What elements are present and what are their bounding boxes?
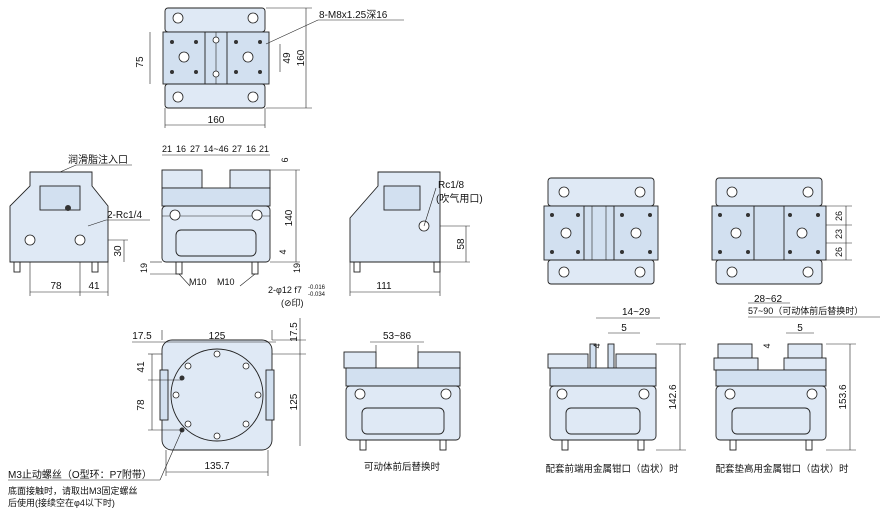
dim-14-29: 14~29 [622, 307, 651, 318]
dim-160-width: 160 [208, 115, 225, 126]
right-view-block [383, 185, 421, 211]
front-left-jaw [161, 169, 203, 189]
dim-153-6: 153.6 [838, 384, 849, 409]
front-lower-body [161, 205, 271, 263]
jaw-dim-16-right: 16 [246, 144, 256, 154]
pin-tolerance-lower: -0.034 [308, 292, 326, 298]
right-view-body [349, 171, 441, 263]
right-view: Rc1/8 (吹气用口) 58 111 [349, 171, 483, 296]
blow-port-note: (吹气用口) [436, 192, 483, 205]
dim-6: 6 [280, 157, 290, 162]
dim-135-7: 135.7 [204, 461, 229, 472]
port-hole [24, 234, 36, 246]
dim-26-top: 26 [834, 211, 844, 221]
thread-note: 8-M8x1.25深16 [319, 9, 388, 21]
front-window [175, 229, 257, 257]
dim-23: 23 [834, 229, 844, 239]
dim-41: 41 [136, 361, 147, 373]
dim-28-62: 28~62 [754, 294, 783, 305]
mount-hole [247, 91, 259, 103]
dim-5: 5 [621, 323, 627, 334]
pin-note: 2-φ12 f7 [268, 285, 302, 295]
dim-75: 75 [135, 56, 146, 68]
front-view: 21 16 27 14~46 27 16 21 6 140 4 19 19 M1… [139, 144, 326, 308]
dim-41: 41 [88, 281, 100, 292]
dim-78: 78 [136, 399, 147, 411]
mount-hole [172, 91, 184, 103]
mount-hole [212, 70, 220, 78]
front-upper-body [161, 187, 271, 207]
stroke-view: 53~86 可动体前后替换时 [343, 331, 461, 473]
dim-78: 78 [50, 281, 62, 292]
stroke-right-jaw [417, 351, 461, 369]
mount-hole [178, 51, 190, 63]
label-m10-left: M10 [189, 277, 207, 287]
port-hole [74, 234, 86, 246]
left-view-block [39, 185, 81, 211]
bottom-note-line2: 后使用(接续空在φ4以下时) [8, 497, 115, 508]
jaw-dim-14-46: 14~46 [203, 144, 228, 154]
dim-125-horizontal: 125 [209, 331, 226, 342]
dim-4: 4 [592, 343, 602, 348]
mount-hole [212, 36, 220, 44]
side-top-view-right: 26 23 26 [711, 177, 852, 285]
left-view: 润滑脂注入口 2-Rc1/4 30 78 41 [9, 153, 150, 296]
top-view: 8-M8x1.25深16 75 49 160 160 [135, 7, 404, 128]
dim-17-5-horizontal: 17.5 [132, 331, 152, 342]
jaw-dim-27-left: 27 [190, 144, 200, 154]
stroke-view-caption: 可动体前后替换时 [364, 461, 441, 473]
mount-hole [172, 12, 184, 24]
dim-160-height: 160 [296, 49, 307, 66]
jaw-dim-27-right: 27 [232, 144, 242, 154]
mount-hole [247, 12, 259, 24]
raised-jaw-view: 28~62 57~90（可动体前后替换时） 5 4 153.6 配套垫高用金属钳… [713, 294, 880, 475]
bottom-view: 17.5 125 17.5 125 41 78 135.7 M3止动螺丝（O型环… [8, 318, 306, 508]
dim-125-vertical: 125 [289, 393, 300, 410]
dim-30: 30 [113, 245, 124, 257]
bottom-view-circle [170, 348, 264, 442]
front-right-jaw [229, 169, 271, 189]
front-jaw-caption: 配套前端用金属钳口（齿状）时 [545, 463, 679, 475]
dim-49: 49 [282, 52, 293, 64]
front-jaw-view: 14~29 5 4 142.6 配套前端用金属钳口（齿状）时 [545, 307, 686, 475]
mount-hole [242, 51, 254, 63]
dim-5-raised: 5 [797, 323, 803, 334]
dim-19-left: 19 [139, 263, 149, 273]
pin-mark-note: (⊘印) [281, 297, 304, 308]
port-note: 2-Rc1/4 [107, 210, 142, 221]
blow-port-label: Rc1/8 [438, 180, 465, 191]
grease-inlet-label: 润滑脂注入口 [68, 153, 128, 166]
left-view-body [9, 171, 109, 263]
bottom-note-line1: 底面接触时，请取出M3固定螺丝 [8, 485, 138, 496]
dim-53-86: 53~86 [383, 331, 412, 342]
dim-111: 111 [376, 281, 392, 292]
stroke-left-jaw [343, 351, 377, 369]
side-top-view-left [543, 177, 659, 285]
dim-19-right: 19 [292, 263, 302, 273]
dim-17-5-vertical: 17.5 [289, 322, 300, 342]
jaw-dim-16-left: 16 [176, 144, 186, 154]
m3-note: M3止动螺丝（O型环：P7附带） [8, 468, 152, 481]
dim-26-bottom: 26 [834, 247, 844, 257]
dim-57-90: 57~90（可动体前后替换时） [748, 305, 863, 316]
raised-jaw-caption: 配套垫高用金属钳口（齿状）时 [715, 463, 849, 475]
pin-tolerance-upper: -0.016 [308, 285, 326, 291]
jaw-dim-21-left: 21 [162, 144, 172, 154]
label-m10-right: M10 [217, 277, 235, 287]
dim-4: 4 [278, 249, 288, 254]
dim-58: 58 [456, 238, 467, 250]
dim-4-raised: 4 [762, 343, 772, 348]
dim-140: 140 [284, 209, 295, 226]
jaw-dim-21-right: 21 [259, 144, 269, 154]
dim-142-6: 142.6 [668, 384, 679, 409]
